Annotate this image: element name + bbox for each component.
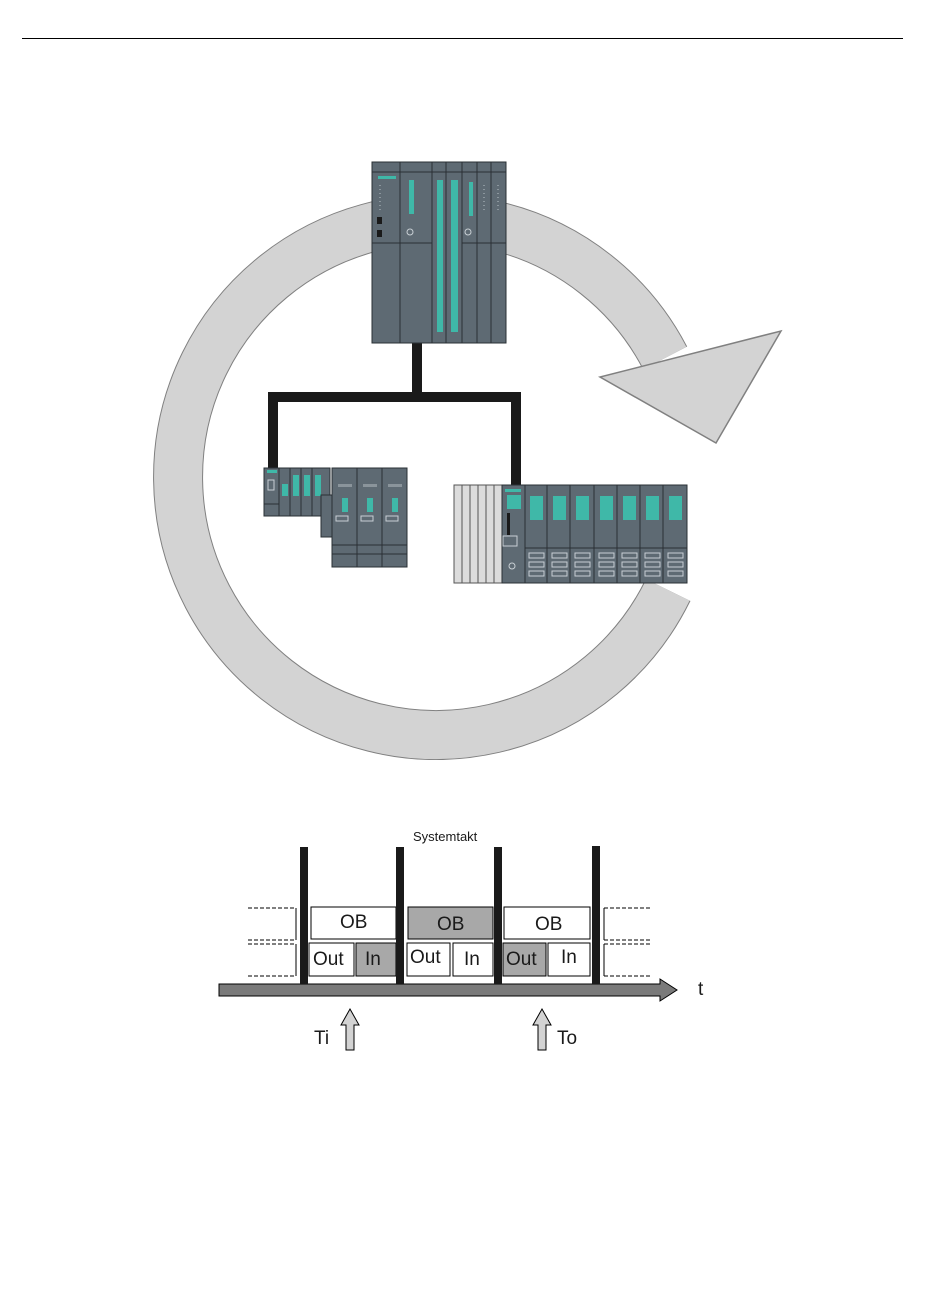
in-box-3 (548, 943, 590, 976)
cycle-arrow-head (600, 331, 781, 443)
left-distributed-io (264, 468, 407, 567)
time-axis-label: t (698, 979, 704, 1000)
out-box-2 (407, 943, 450, 976)
to-up-arrow (533, 1009, 551, 1050)
out-label-3: Out (506, 949, 537, 970)
right-distributed-io (454, 485, 687, 583)
out-box-1 (309, 943, 354, 976)
out-label-2: Out (410, 947, 441, 968)
ob-label-2: OB (437, 914, 464, 935)
out-box-3 (503, 943, 546, 976)
to-label: To (557, 1028, 577, 1049)
left-cycle-tail (248, 908, 296, 976)
ti-label: Ti (314, 1028, 329, 1049)
system-clock-label: Systemtakt (413, 829, 478, 844)
out-label-1: Out (313, 949, 344, 970)
profibus-network (268, 343, 521, 487)
ob-box-1 (311, 907, 396, 939)
time-axis-arrow (219, 979, 677, 1001)
in-label-3: In (561, 947, 577, 968)
ob-label-3: OB (535, 914, 562, 935)
ti-up-arrow (341, 1009, 359, 1050)
central-plc-rack (372, 162, 506, 343)
in-box-1 (356, 943, 396, 976)
ob-label-1: OB (340, 912, 367, 933)
in-box-2 (453, 943, 493, 976)
in-label-1: In (365, 949, 381, 970)
system-diagram (0, 0, 950, 760)
right-cycle-tail (604, 908, 651, 976)
ob-box-3 (504, 907, 590, 939)
in-label-2: In (464, 949, 480, 970)
system-clock-bars (300, 846, 600, 984)
ob-box-2 (408, 907, 493, 939)
